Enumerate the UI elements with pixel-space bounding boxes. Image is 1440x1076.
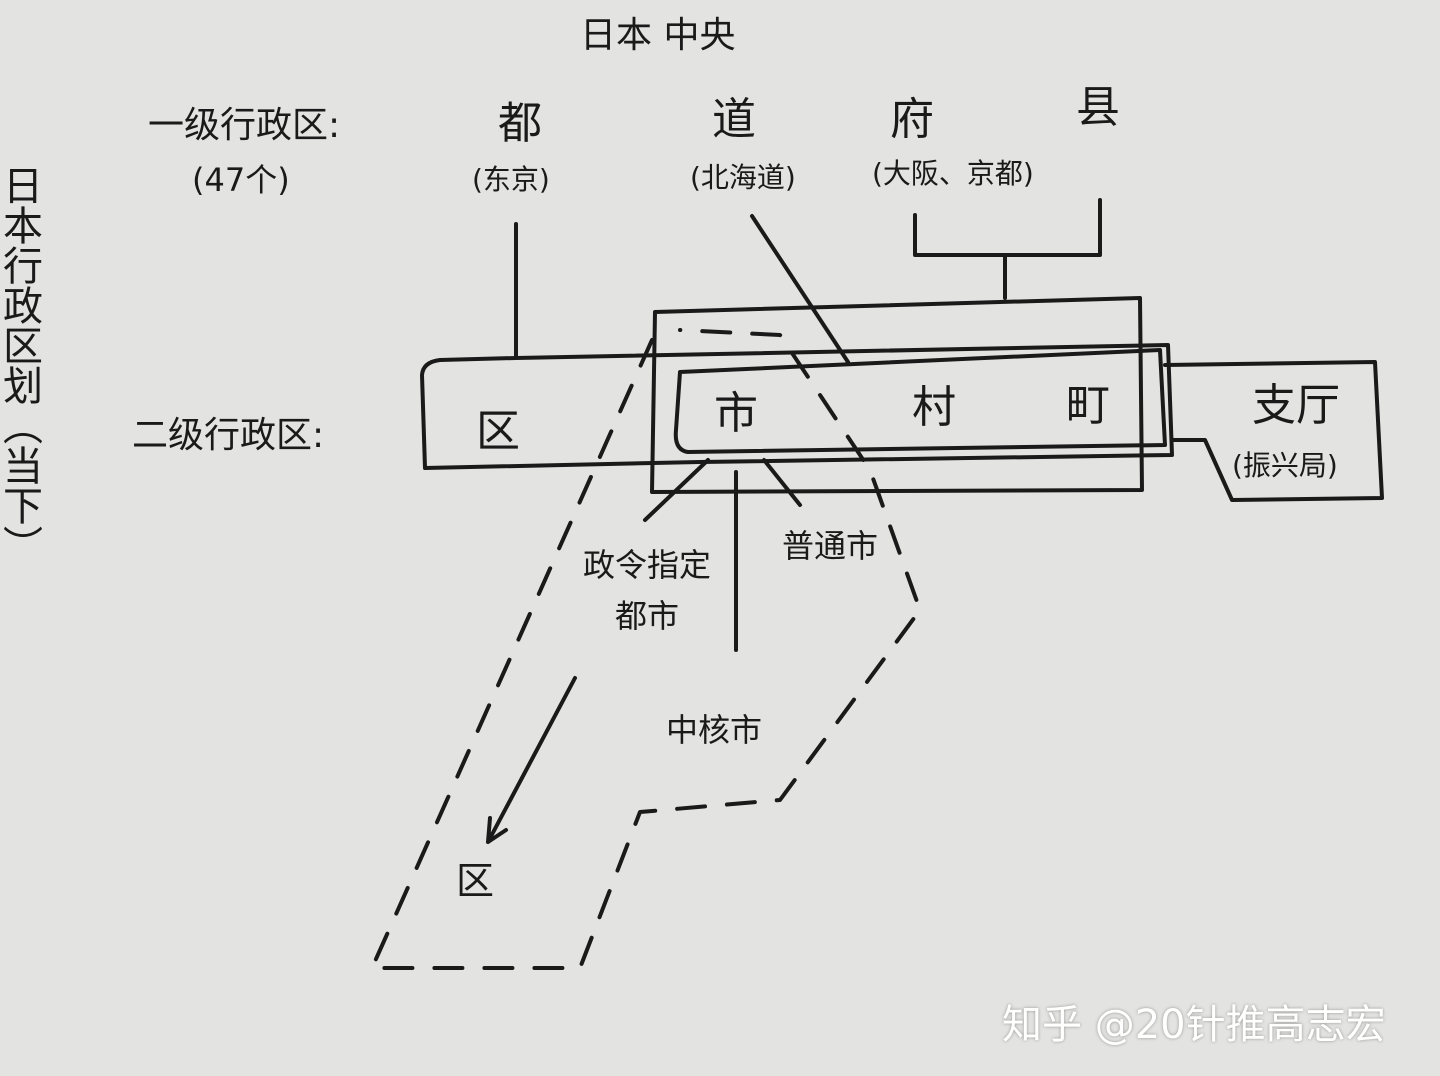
futsu-city-label: 普通市 xyxy=(782,527,879,565)
do-label: 道 xyxy=(712,94,756,145)
ku-label: 区 xyxy=(476,406,520,457)
watermark: 知乎 @20针推高志宏 xyxy=(1002,1002,1386,1048)
seirei-city-label: 政令指定都市 xyxy=(582,546,711,636)
side-title: 日本行政区划（当下） xyxy=(0,165,42,565)
to-label: 都 xyxy=(498,98,542,149)
fu-ken-bracket xyxy=(913,198,1102,300)
ward-arrow xyxy=(486,676,577,844)
diagram-title: 日本 中央 xyxy=(580,15,736,56)
box-shi-son-cho xyxy=(673,348,1167,454)
cho-label: 町 xyxy=(1066,380,1110,431)
fu-note: (大阪、京都) xyxy=(872,157,1034,190)
do-line xyxy=(750,214,850,364)
box-fu-ken xyxy=(650,296,1144,494)
shichou-label: 支厅 xyxy=(1252,380,1340,431)
fu-label: 府 xyxy=(890,94,934,145)
sub-ward-label: 区 xyxy=(456,859,495,903)
level1-label: 一级行政区: xyxy=(148,105,341,146)
shi-label: 市 xyxy=(714,388,758,439)
futsu-line xyxy=(762,458,802,507)
box-level2-outer xyxy=(420,343,1174,470)
to-note: (东京) xyxy=(472,163,550,196)
shichou-note: (振兴局) xyxy=(1232,449,1338,482)
box-seirei-dashed xyxy=(370,328,922,970)
do-note: (北海道) xyxy=(690,161,796,194)
level2-label: 二级行政区: xyxy=(132,415,325,456)
level1-count: (47个) xyxy=(192,161,290,199)
shitei-line xyxy=(643,458,710,522)
son-label: 村 xyxy=(912,382,956,433)
ken-label: 县 xyxy=(1076,82,1120,133)
chukaku-city-label: 中核市 xyxy=(666,711,763,749)
box-shichou xyxy=(1163,360,1384,502)
